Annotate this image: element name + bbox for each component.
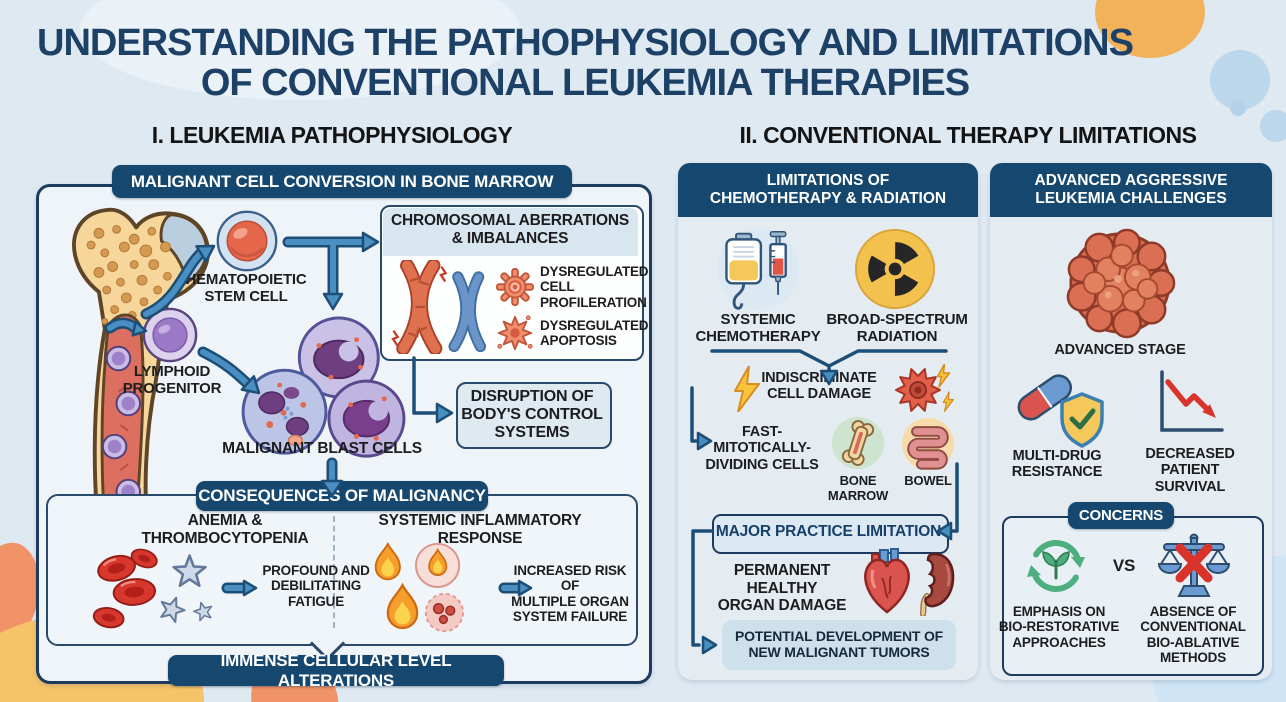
- new-tumors-box: [722, 620, 956, 670]
- malignant-blast-cells-icon: [241, 316, 406, 458]
- advanced-stage-label: ADVANCED STAGE: [1054, 342, 1186, 358]
- emphasis-label: EMPHASIS ON BIO-RESTORATIVE APPROACHES: [998, 604, 1120, 650]
- heart-icon: [864, 548, 910, 614]
- concerns-header: CONCERNS: [1068, 502, 1174, 529]
- bone-marrow-icon: [831, 416, 885, 470]
- lightning-icon: [734, 366, 760, 412]
- consequences-divider: [333, 516, 335, 628]
- consequences-box: [46, 494, 638, 646]
- major-limitation-box: [712, 514, 949, 554]
- disruption-box-label: DISRUPTION OF BODY'S CONTROL SYSTEMS: [461, 388, 603, 442]
- organ-damage-label: PERMANENT HEALTHY ORGAN DAMAGE: [717, 562, 847, 614]
- advanced-leukemia-panel-header: ADVANCED AGGRESSIVE LEUKEMIA CHALLENGES: [990, 163, 1272, 217]
- bowel-icon: [901, 417, 955, 471]
- chromosomal-header-label: CHROMOSOMAL ABERRATIONS & IMBALANCES: [391, 212, 629, 247]
- vs-label: VS: [1112, 556, 1136, 575]
- stem-cell-label: HEMATOPOIETIC STEM CELL: [185, 271, 307, 305]
- multi-drug-resistance-icon: [1017, 374, 1104, 448]
- title-line-2: OF CONVENTIONAL LEUKEMIA THERAPIES: [200, 61, 970, 104]
- dysregulated-proliferation-icon: [496, 268, 534, 306]
- inflammation-result-label: INCREASED RISK OF MULTIPLE ORGAN SYSTEM …: [511, 563, 629, 624]
- dysregulated-proliferation-label: DYSREGULATED CELL PROFILERATION: [540, 264, 649, 310]
- chemo-radiation-panel-header: LIMITATIONS OF CHEMOTHERAPY & RADIATION: [678, 163, 978, 217]
- dysregulated-apoptosis-icon: [497, 315, 533, 351]
- kidney-icon: [920, 552, 955, 616]
- systemic-chemotherapy-label: SYSTEMIC CHEMOTHERAPY: [695, 311, 821, 345]
- inflammation-flames-icon: [374, 541, 465, 633]
- multi-drug-resistance-label: MULTI-DRUG RESISTANCE: [1011, 448, 1103, 481]
- chromosomes-icon: [391, 260, 487, 354]
- inflammation-title: SYSTEMIC INFLAMMATORY RESPONSE: [378, 512, 582, 547]
- section-heading-limitations: II. CONVENTIONAL THERAPY LIMITATIONS: [739, 122, 1197, 148]
- radiation-icon: [854, 228, 936, 310]
- page-title: UNDERSTANDING THE PATHOPHYSIOLOGY AND LI…: [0, 22, 1170, 104]
- section-heading-pathophysiology: I. LEUKEMIA PATHOPHYSIOLOGY: [151, 122, 513, 148]
- damaged-cell-icon: [895, 364, 954, 412]
- bio-restorative-cycle-icon: [1027, 540, 1085, 592]
- red-blood-cells-platelets-icon: [92, 548, 213, 629]
- consequences-header: CONSEQUENCES OF MALIGNANCY: [196, 481, 488, 511]
- bone-marrow-label: BONE MARROW: [827, 473, 889, 503]
- chromosomal-box-header: [382, 207, 638, 256]
- fast-dividing-cells-label: FAST- MITOTICALLY- DIVIDING CELLS: [705, 424, 819, 473]
- new-tumors-label: POTENTIAL DEVELOPMENT OF NEW MALIGNANT T…: [734, 628, 944, 660]
- blast-cells-label: MALIGNANT BLAST CELLS: [222, 440, 422, 457]
- blue-dot-medium: [1260, 110, 1286, 142]
- broad-spectrum-radiation-label: BROAD-SPECTRUM RADIATION: [826, 311, 968, 345]
- declining-survival-chart-icon: [1160, 370, 1224, 432]
- pathophysiology-footer: IMMENSE CELLULAR LEVEL ALTERATIONS: [168, 651, 504, 690]
- lymphoid-progenitor-icon: [142, 307, 198, 363]
- blue-dot-small: [1230, 100, 1246, 116]
- lymphoid-progenitor-label: LYMPHOID PROGENITOR: [122, 363, 222, 397]
- pathophysiology-panel-header: MALIGNANT CELL CONVERSION IN BONE MARROW: [112, 165, 572, 198]
- decreased-survival-label: DECREASED PATIENT SURVIVAL: [1145, 446, 1235, 495]
- anemia-title: ANEMIA & THROMBOCYTOPENIA: [141, 512, 309, 547]
- bowel-label: BOWEL: [904, 473, 952, 488]
- dysregulated-apoptosis-label: DYSREGULATED APOPTOSIS: [540, 318, 649, 349]
- tumor-icon: [1066, 228, 1176, 339]
- bio-ablative-scales-icon: [1157, 533, 1231, 597]
- indiscriminate-damage-label: INDISCRIMINATE CELL DAMAGE: [761, 370, 877, 403]
- major-limitation-label: MAJOR PRACTICE LIMITATION: [715, 523, 942, 540]
- absence-label: ABSENCE OF CONVENTIONAL BIO-ABLATIVE MET…: [1140, 604, 1246, 665]
- systemic-chemotherapy-icon: [716, 227, 800, 311]
- anemia-result-label: PROFOUND AND DEBILITATING FATIGUE: [262, 563, 370, 609]
- blue-circle-top-right: [1210, 50, 1270, 110]
- title-line-1: UNDERSTANDING THE PATHOPHYSIOLOGY AND LI…: [37, 22, 1134, 64]
- hematopoietic-stem-cell-icon: [216, 210, 278, 272]
- disruption-box: [456, 382, 612, 449]
